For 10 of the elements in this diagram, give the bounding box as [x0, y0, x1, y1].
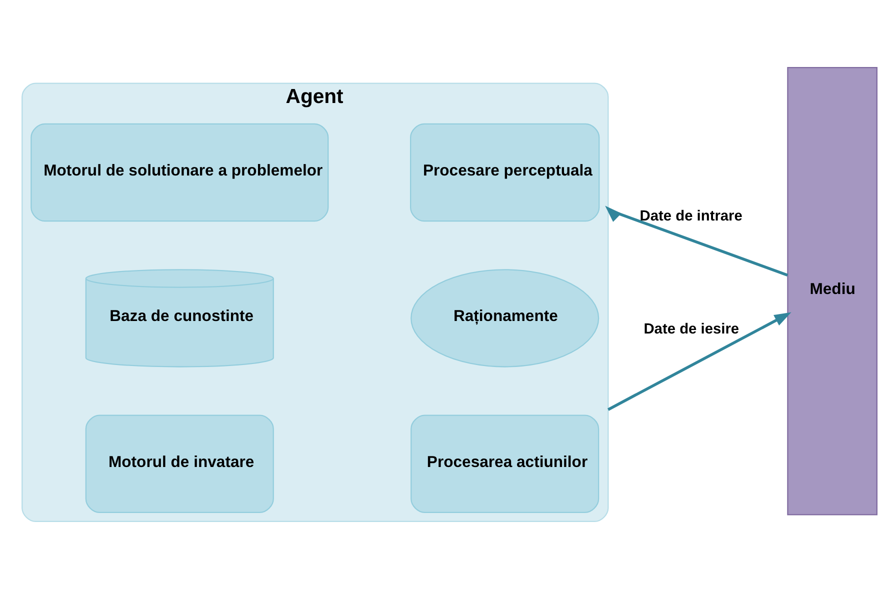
node-box: Procesarea actiunilor [410, 414, 600, 512]
node-box: Motorul de invatare [85, 414, 274, 512]
node-ellipse: Raționamente [410, 268, 600, 367]
edge-label: Date de intrare [640, 208, 742, 224]
node-box: Mediu [787, 66, 878, 515]
arrow [608, 312, 792, 410]
arrow [605, 205, 788, 276]
node-box: Motorul de solutionare a problemelor [30, 122, 329, 222]
node-box: Procesare perceptuala [410, 122, 600, 222]
edge-label: Date de iesire [644, 320, 740, 337]
